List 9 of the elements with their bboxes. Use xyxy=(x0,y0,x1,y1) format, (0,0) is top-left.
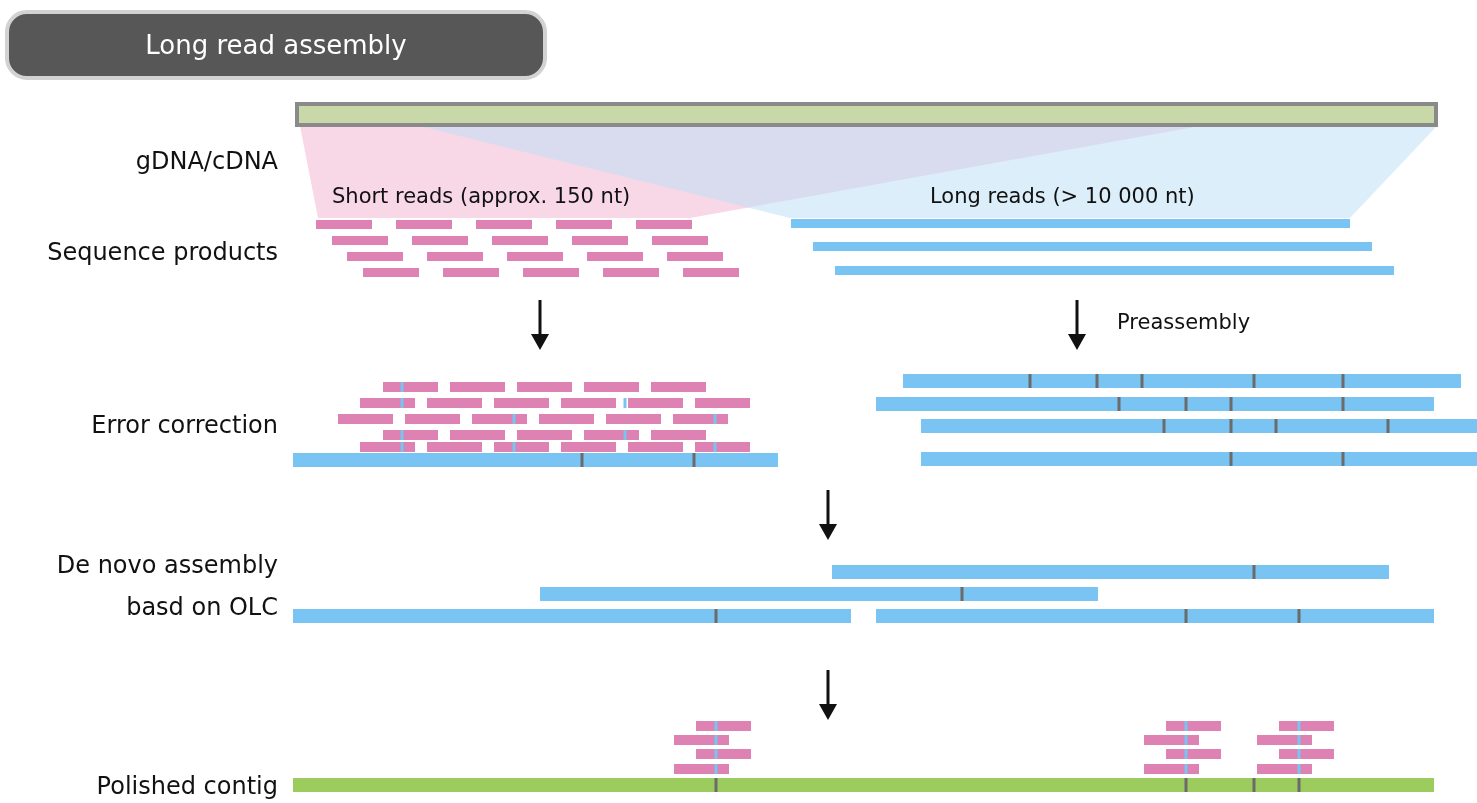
stage-label: Polished contig xyxy=(95,771,278,802)
stage-label: gDNA/cDNA xyxy=(134,146,278,177)
annotation-text: Long reads (> 10 000 nt) xyxy=(930,183,1196,210)
stage-label: De novo assembly basd on OLC xyxy=(55,550,278,623)
title-banner: Long read assembly xyxy=(5,10,547,80)
stage-label: Error correction xyxy=(90,410,278,441)
annotation-text: Short reads (approx. 150 nt) xyxy=(332,183,632,210)
annotation-text: Preassembly xyxy=(1117,309,1252,336)
stage-label: Sequence products xyxy=(46,237,278,268)
